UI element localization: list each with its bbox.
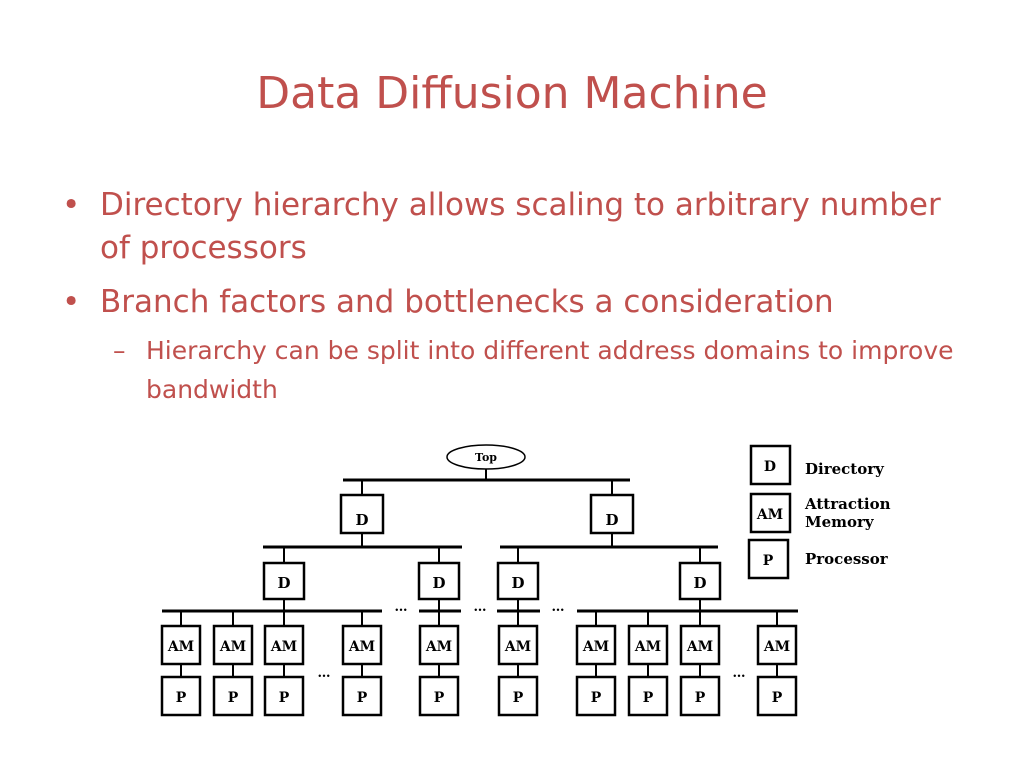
slide-title: Data Diffusion Machine [256, 68, 768, 119]
attraction-memory-node [679, 624, 721, 666]
attraction-memory-label: AM [504, 639, 531, 655]
directory-label: D [277, 574, 290, 592]
processor-label: P [434, 690, 445, 706]
attraction-memory-label: AM [348, 639, 375, 655]
directory-label: D [693, 574, 706, 592]
processor-node [756, 675, 798, 717]
ellipsis: … [395, 600, 408, 615]
directory-node [339, 493, 385, 535]
attraction-memory-label: AM [167, 639, 194, 655]
processor-node [627, 675, 669, 717]
legend-processor-box [747, 538, 790, 580]
attraction-memory-node [341, 624, 383, 666]
directory-label: D [432, 574, 445, 592]
processor-node [418, 675, 460, 717]
directory-label: D [605, 511, 618, 529]
attraction-memory-node [263, 624, 305, 666]
processor-node [212, 675, 254, 717]
processor-node [497, 675, 539, 717]
directory-label: D [511, 574, 524, 592]
processor-node [263, 675, 305, 717]
ellipsis: … [733, 666, 746, 681]
bullet-item: • Directory hierarchy allows scaling to … [56, 184, 976, 270]
attraction-memory-label: AM [686, 639, 713, 655]
attraction-memory-label: AM [582, 639, 609, 655]
processor-label: P [279, 690, 290, 706]
directory-label: D [355, 511, 368, 529]
sub-bullet-glyph: – [113, 336, 126, 365]
bullet-text: Branch factors and bottlenecks a conside… [100, 284, 834, 320]
bullet-item: • Branch factors and bottlenecks a consi… [56, 281, 976, 324]
legend-attraction-memory-text-line1: Attraction [804, 495, 891, 513]
sub-bullet-item: – Hierarchy can be split into different … [56, 331, 976, 409]
processor-node [341, 675, 383, 717]
attraction-memory-label: AM [270, 639, 297, 655]
legend-directory-symbol: D [764, 459, 776, 475]
attraction-memory-label: AM [634, 639, 661, 655]
attraction-memory-label: AM [425, 639, 452, 655]
processor-label: P [513, 690, 524, 706]
ellipsis: … [474, 600, 487, 615]
processor-label: P [695, 690, 706, 706]
attraction-memory-node [497, 624, 539, 666]
attraction-memory-label: AM [219, 639, 246, 655]
legend-processor-symbol: P [763, 553, 774, 569]
bullet-list: • Directory hierarchy allows scaling to … [56, 184, 976, 409]
processor-node [160, 675, 202, 717]
sub-bullet-text: Hierarchy can be split into different ad… [146, 336, 954, 404]
directory-node [262, 561, 306, 601]
bullet-glyph: • [62, 284, 81, 320]
directory-node [417, 561, 461, 601]
legend-directory-text: Directory [805, 460, 885, 478]
directory-node [678, 561, 722, 601]
ellipsis: … [318, 666, 331, 681]
attraction-memory-label: AM [763, 639, 790, 655]
processor-label: P [176, 690, 187, 706]
processor-node [575, 675, 617, 717]
processor-label: P [357, 690, 368, 706]
attraction-memory-node [418, 624, 460, 666]
top-label: Top [475, 451, 497, 464]
directory-node [589, 493, 635, 535]
processor-label: P [643, 690, 654, 706]
legend-processor-text: Processor [805, 550, 889, 568]
ellipsis: … [552, 600, 565, 615]
bullet-glyph: • [62, 187, 81, 223]
processor-node [679, 675, 721, 717]
legend-directory-box [749, 444, 792, 486]
processor-label: P [228, 690, 239, 706]
bullet-text: Directory hierarchy allows scaling to ar… [100, 187, 941, 266]
attraction-memory-node [212, 624, 254, 666]
legend-attraction-memory-symbol: AM [756, 507, 783, 523]
legend-attraction-memory-box [749, 492, 792, 534]
processor-label: P [591, 690, 602, 706]
legend-attraction-memory-text-line2: Memory [805, 513, 875, 531]
attraction-memory-node [627, 624, 669, 666]
processor-label: P [772, 690, 783, 706]
